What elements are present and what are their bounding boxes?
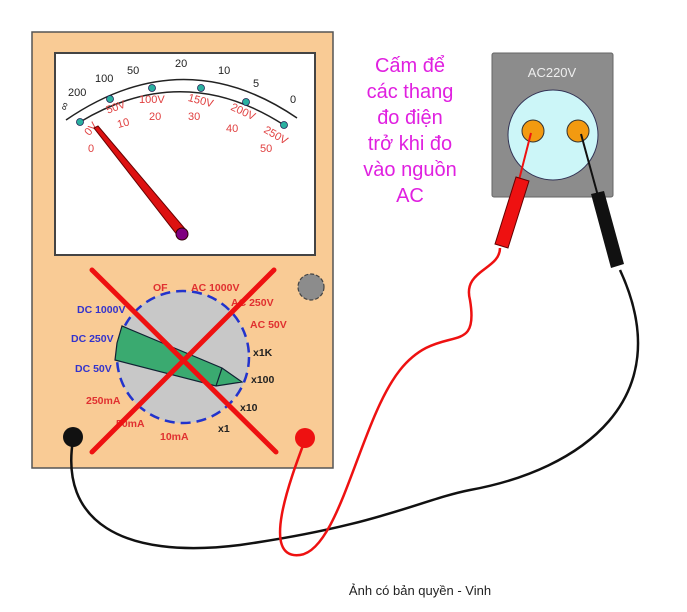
range-ac-1000v[interactable]: AC 1000V [191,282,239,294]
red-test-lead-wire [278,247,502,557]
svg-text:AC: AC [396,185,424,207]
positive-jack-red[interactable] [295,428,315,448]
svg-text:40: 40 [226,123,238,135]
svg-text:50: 50 [127,65,139,77]
range-dc-50v[interactable]: DC 50V [75,363,112,375]
black-probe-handle[interactable] [591,191,624,268]
amp-scale-labels: 0 10 20 30 40 50 [88,111,272,155]
svg-text:20: 20 [149,111,161,123]
svg-text:20: 20 [175,58,187,70]
black-probe-tip [580,133,599,197]
svg-text:Cấm để: Cấm để [375,55,445,77]
svg-text:10: 10 [218,65,230,77]
copyright-caption: Ảnh có bản quyền - Vinh [349,583,491,598]
svg-text:các thang: các thang [367,81,454,103]
outlet-socket [507,89,599,181]
svg-text:30: 30 [188,111,200,123]
volt-arc [79,91,285,126]
socket-hole-right [566,119,590,143]
prohibition-cross [89,267,279,455]
svg-text:0: 0 [88,143,94,155]
black-test-lead-wire [70,269,640,550]
range-ac-50v[interactable]: AC 50V [250,319,287,331]
svg-text:đo điện: đo điện [377,107,443,129]
com-jack-black[interactable] [63,427,83,447]
range-x1[interactable]: x1 [218,423,230,435]
range-x100[interactable]: x100 [251,374,275,386]
svg-text:50: 50 [260,143,272,155]
range-dc-250v[interactable]: DC 250V [71,333,114,345]
range-dc-1000v[interactable]: DC 1000V [77,304,125,316]
range-x1k[interactable]: x1K [253,347,273,359]
range-x10[interactable]: x10 [240,402,258,414]
red-probe-tip [518,132,532,181]
warning-text: Cấm để các thang đo điện trở khi đo vào … [363,55,456,207]
svg-text:200: 200 [68,87,86,99]
svg-text:vào nguồn: vào nguồn [363,159,456,181]
red-probe-handle[interactable] [494,176,530,249]
svg-text:5: 5 [253,78,259,90]
svg-text:∞: ∞ [58,101,72,112]
zero-adjust-knob[interactable] [297,273,325,301]
scale-window [54,52,316,256]
range-10ma[interactable]: 10mA [160,431,189,443]
socket-hole-left [521,119,545,143]
svg-text:10: 10 [116,116,131,131]
selector-pointer-tip-line [215,367,223,387]
range-off[interactable]: OF [153,282,168,294]
needle-pivot [175,227,189,241]
svg-text:100: 100 [95,73,113,85]
scale-dots [76,84,288,129]
ohm-arc [65,78,298,121]
range-250ma[interactable]: 250mA [86,395,121,407]
svg-text:0: 0 [290,94,296,106]
outlet-label: AC220V [528,65,577,80]
svg-text:100V: 100V [139,94,165,106]
svg-text:trở khi đo: trở khi đo [368,133,452,155]
ohm-scale-labels: ∞ 200 100 50 20 10 5 0 [58,58,296,112]
